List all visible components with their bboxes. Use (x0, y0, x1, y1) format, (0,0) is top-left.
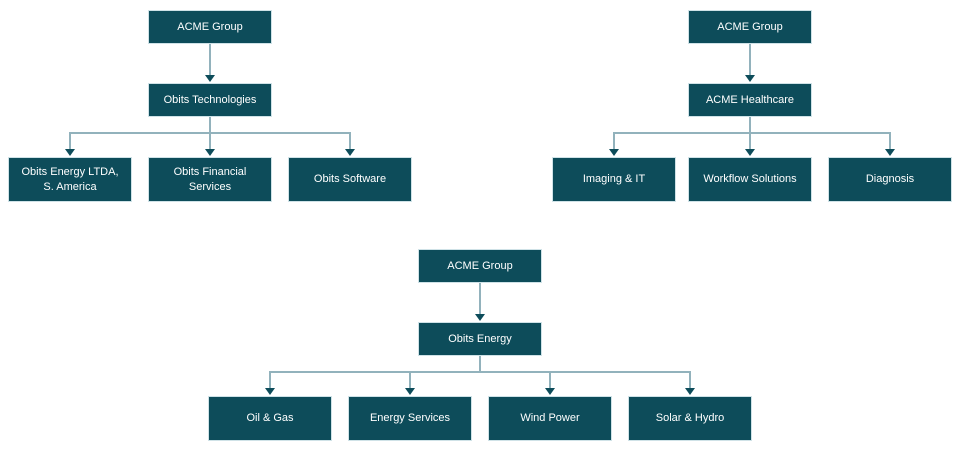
arrow-down-icon (205, 75, 215, 82)
connector-hline (269, 371, 691, 373)
connector-drop (349, 134, 351, 149)
connector-drop (749, 134, 751, 149)
node-oil-gas: Oil & Gas (208, 396, 332, 441)
connector-drop (549, 373, 551, 388)
node-imaging-it: Imaging & IT (552, 157, 676, 202)
arrow-down-icon (345, 149, 355, 156)
node-solar-hydro: Solar & Hydro (628, 396, 752, 441)
connector-drop (889, 134, 891, 149)
node-energy-services: Energy Services (348, 396, 472, 441)
node-acme-healthcare: ACME Healthcare (688, 83, 812, 117)
connector-stub (479, 356, 481, 372)
node-obits-software: Obits Software (288, 157, 412, 202)
node-workflow-solutions: Workflow Solutions (688, 157, 812, 202)
arrow-down-icon (405, 388, 415, 395)
connector-drop (689, 373, 691, 388)
arrow-down-icon (685, 388, 695, 395)
node-obits-energy: Obits Energy (418, 322, 542, 356)
node-wind-power: Wind Power (488, 396, 612, 441)
arrow-down-icon (745, 75, 755, 82)
node-acme-group-2: ACME Group (688, 10, 812, 44)
connector-hline (613, 132, 891, 134)
arrow-down-icon (265, 388, 275, 395)
connector-stub (749, 117, 751, 133)
node-acme-group-1: ACME Group (148, 10, 272, 44)
connector-drop (613, 134, 615, 149)
node-obits-technologies: Obits Technologies (148, 83, 272, 117)
arrow-down-icon (475, 314, 485, 321)
node-diagnosis: Diagnosis (828, 157, 952, 202)
connector-drop (69, 134, 71, 149)
node-obits-energy-ltda: Obits Energy LTDA, S. America (8, 157, 132, 202)
connector-vline (479, 283, 481, 314)
connector-drop (409, 373, 411, 388)
connector-stub (209, 117, 211, 133)
connector-hline (69, 132, 351, 134)
connector-vline (209, 44, 211, 75)
connector-drop (269, 373, 271, 388)
node-obits-financial: Obits Financial Services (148, 157, 272, 202)
connector-vline (749, 44, 751, 75)
arrow-down-icon (545, 388, 555, 395)
arrow-down-icon (745, 149, 755, 156)
arrow-down-icon (205, 149, 215, 156)
arrow-down-icon (885, 149, 895, 156)
arrow-down-icon (609, 149, 619, 156)
connector-drop (209, 134, 211, 149)
node-acme-group-3: ACME Group (418, 249, 542, 283)
arrow-down-icon (65, 149, 75, 156)
